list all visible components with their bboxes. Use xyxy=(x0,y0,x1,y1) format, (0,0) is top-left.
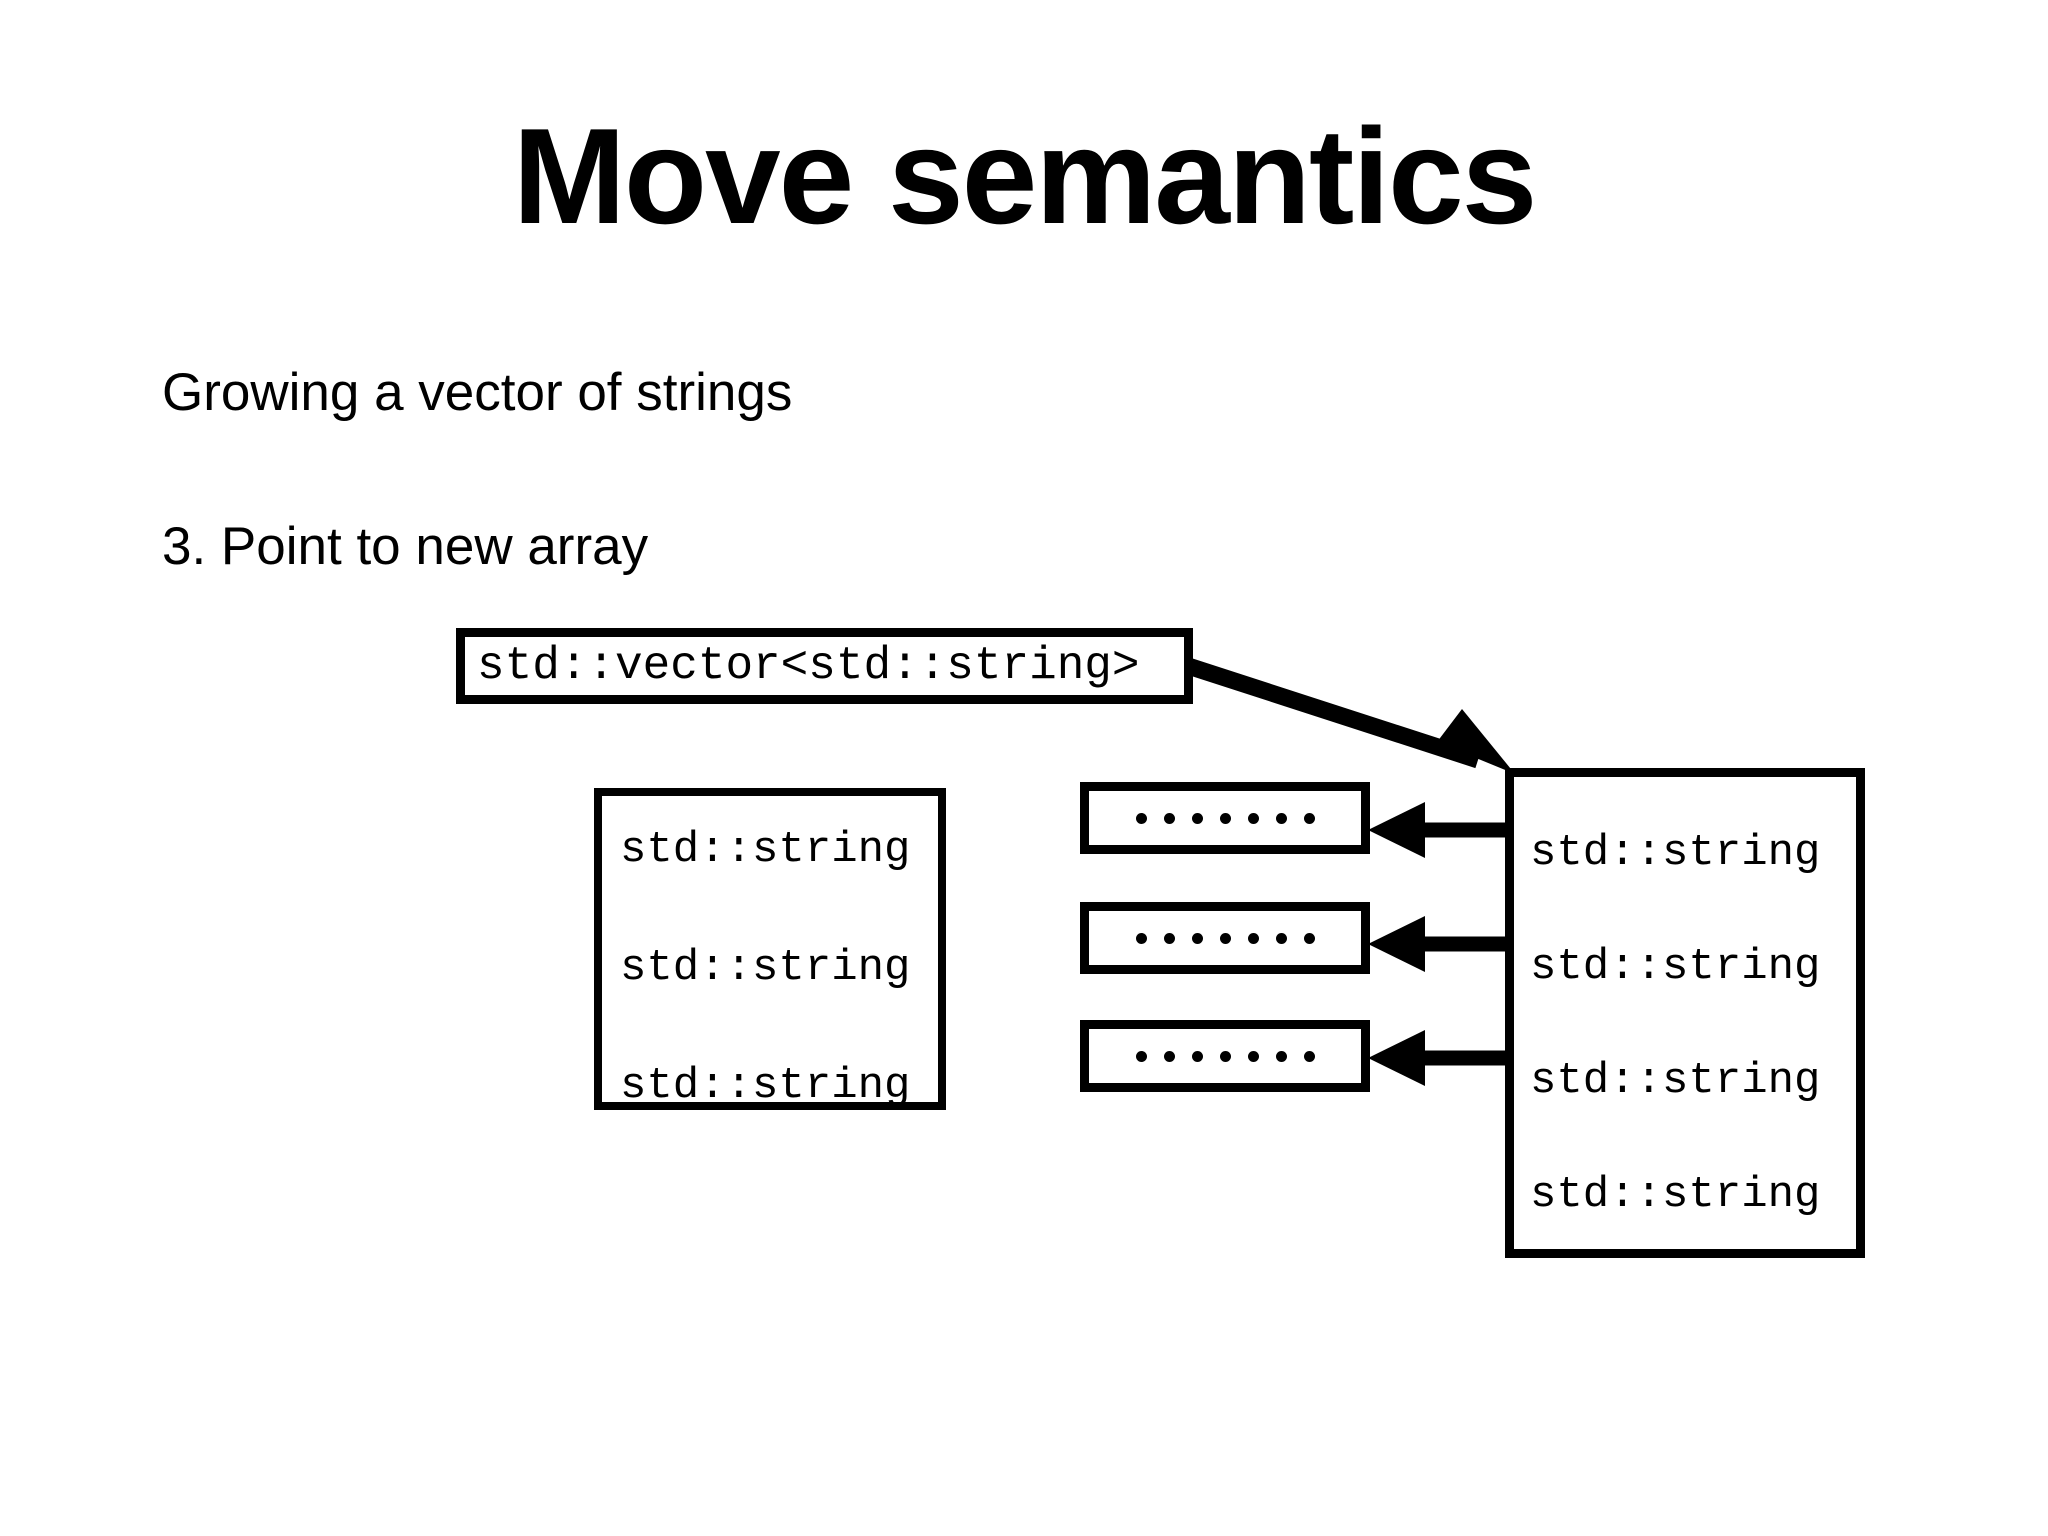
buffer-dot xyxy=(1163,932,1175,944)
new-array-element: std::string xyxy=(1530,828,1821,878)
buffer-dots xyxy=(1135,932,1315,944)
buffer-dot xyxy=(1247,1050,1259,1062)
buffer-dot xyxy=(1303,932,1315,944)
old-array-element: std::string xyxy=(620,943,911,993)
pointer-arrow-row3-to-buffer3 xyxy=(1368,1030,1505,1086)
buffer-dots xyxy=(1135,812,1315,824)
buffer-dot xyxy=(1135,932,1147,944)
buffer-dot xyxy=(1275,1050,1287,1062)
slide-step-label: 3. Point to new array xyxy=(162,517,649,576)
new-array-element: std::string xyxy=(1530,1056,1821,1106)
pointer-arrow-row1-to-buffer1 xyxy=(1368,802,1505,858)
new-array-element: std::string xyxy=(1530,1170,1821,1220)
old-array-box: std::string std::string std::string xyxy=(594,788,946,1110)
buffer-dot xyxy=(1303,1050,1315,1062)
buffer-dot xyxy=(1247,812,1259,824)
old-array-element: std::string xyxy=(620,825,911,875)
buffer-dot xyxy=(1135,1050,1147,1062)
buffer-dot xyxy=(1191,932,1203,944)
buffer-dot xyxy=(1303,812,1315,824)
buffer-dot xyxy=(1219,812,1231,824)
pointer-arrow-vector-to-new-array xyxy=(1179,655,1515,774)
buffer-dot xyxy=(1219,932,1231,944)
buffer-dot xyxy=(1275,932,1287,944)
vector-object-label: std::vector<std::string> xyxy=(477,640,1140,692)
buffer-dot xyxy=(1219,1050,1231,1062)
buffer-dot xyxy=(1135,812,1147,824)
string-buffer-box xyxy=(1080,1020,1370,1092)
new-array-box: std::string std::string std::string std:… xyxy=(1505,768,1865,1258)
buffer-dot xyxy=(1163,812,1175,824)
buffer-dot xyxy=(1163,1050,1175,1062)
new-array-element: std::string xyxy=(1530,942,1821,992)
buffer-dot xyxy=(1191,1050,1203,1062)
buffer-dot xyxy=(1247,932,1259,944)
slide-subtitle: Growing a vector of strings xyxy=(162,363,793,422)
string-buffer-box xyxy=(1080,782,1370,854)
vector-object-box: std::vector<std::string> xyxy=(456,628,1193,704)
old-array-element: std::string xyxy=(620,1061,911,1111)
buffer-dot xyxy=(1275,812,1287,824)
string-buffer-box xyxy=(1080,902,1370,974)
buffer-dots xyxy=(1135,1050,1315,1062)
buffer-dot xyxy=(1191,812,1203,824)
page-title: Move semantics xyxy=(512,100,1538,252)
pointer-arrow-row2-to-buffer2 xyxy=(1368,916,1505,972)
